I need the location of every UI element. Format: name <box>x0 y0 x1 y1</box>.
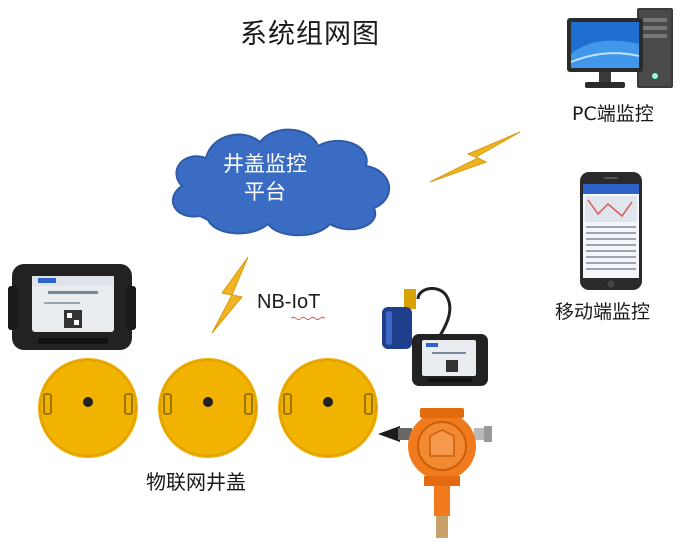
smartphone-icon <box>580 172 642 290</box>
manhole-label: 物联网井盖 <box>146 470 246 494</box>
cloud-label-line1: 井盖监控 <box>223 152 307 176</box>
cloud-icon <box>171 128 391 237</box>
sensor-device-icon <box>412 334 488 386</box>
spellcheck-underline <box>290 316 326 320</box>
pc-monitoring-label: PC端监控 <box>572 103 654 125</box>
nb-iot-label: NB-IoT <box>257 291 321 313</box>
mobile-monitoring-label: 移动端监控 <box>555 301 651 323</box>
manhole-cover-icon <box>278 358 378 458</box>
float-switch-icon <box>382 287 452 349</box>
sensor-device-icon <box>8 264 136 350</box>
lightning-icon <box>211 256 249 334</box>
manhole-cover-icon <box>38 358 138 458</box>
pc-tower-icon <box>637 8 673 88</box>
gas-detector-icon <box>378 408 492 538</box>
diagram-title: 系统组网图 <box>240 19 380 50</box>
monitor-icon <box>567 18 643 88</box>
manhole-cover-icon <box>158 358 258 458</box>
cloud-label-line2: 平台 <box>244 180 286 204</box>
lightning-icon <box>429 131 521 183</box>
cloud-platform-label: 井盖监控 平台 <box>200 150 330 206</box>
pc-icon <box>567 8 673 88</box>
